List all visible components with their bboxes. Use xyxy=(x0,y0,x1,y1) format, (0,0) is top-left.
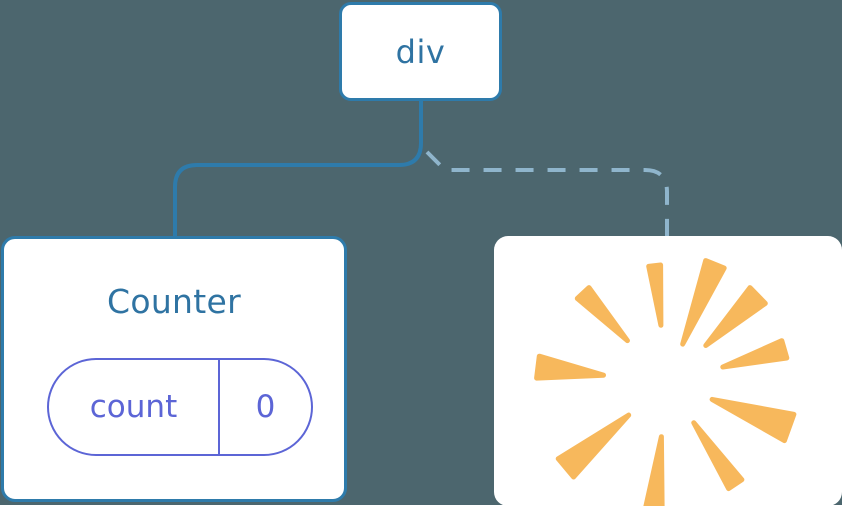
node-div[interactable]: div xyxy=(339,2,502,101)
sparkle-ray-3 xyxy=(574,285,630,344)
sparkle-ray-2 xyxy=(646,262,664,328)
node-title-div: div xyxy=(395,32,446,71)
node-sparkle[interactable] xyxy=(494,236,842,506)
state-key: count xyxy=(49,360,220,454)
sparkle-ray-7 xyxy=(691,420,745,492)
sparkle-ray-10 xyxy=(703,285,768,348)
sparkle-ray-5 xyxy=(555,412,632,480)
sparkle-ray-6 xyxy=(643,434,665,506)
sparkle-ray-9 xyxy=(720,338,790,370)
sparkle-ray-8 xyxy=(709,396,797,444)
node-counter[interactable]: Counter count 0 xyxy=(1,236,347,502)
state-pill-count[interactable]: count 0 xyxy=(47,358,313,456)
sparkle-burst-icon xyxy=(534,258,797,506)
state-value: 0 xyxy=(255,389,276,425)
sparkle-ray-1 xyxy=(680,258,727,347)
node-title-counter: Counter xyxy=(107,282,241,321)
connector-root-to-sparkle xyxy=(425,150,669,238)
sparkle-ray-4 xyxy=(534,353,606,381)
connector-root-to-counter xyxy=(173,99,423,240)
